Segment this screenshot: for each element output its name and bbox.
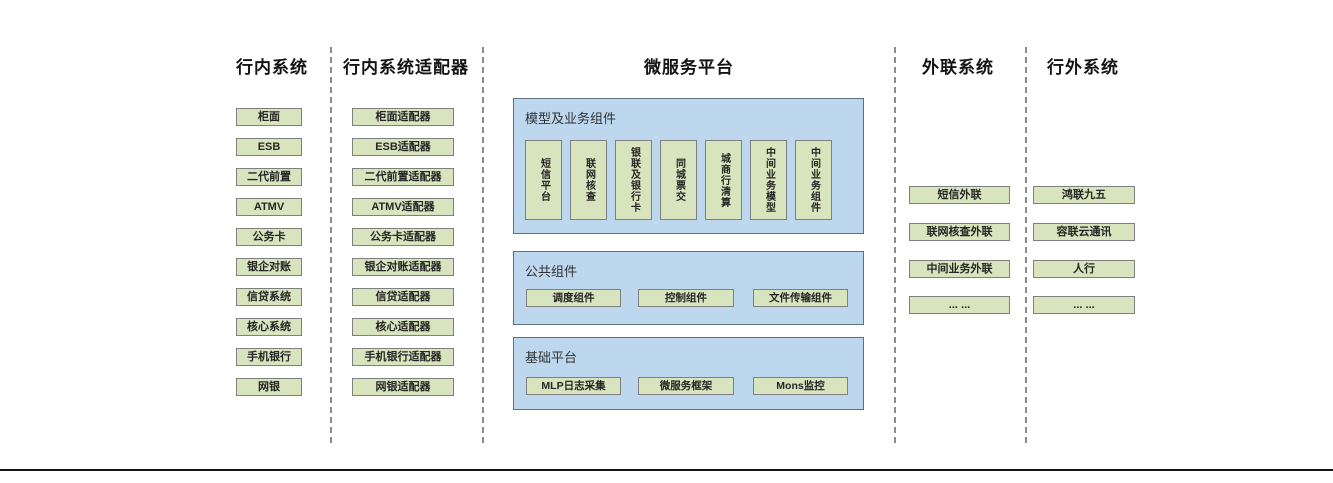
common-component-box: 调度组件 bbox=[526, 289, 621, 307]
model-component-box: 中间业务组件 bbox=[795, 140, 832, 220]
base-platform-box: MLP日志采集 bbox=[526, 377, 621, 395]
adapter-box: 手机银行适配器 bbox=[352, 348, 454, 366]
model-component-box: 同城票交 bbox=[660, 140, 697, 220]
adapter-box: 二代前置适配器 bbox=[352, 168, 454, 186]
group-label: 模型及业务组件 bbox=[525, 111, 617, 126]
internal-system-box: 银企对账 bbox=[236, 258, 302, 276]
column-title-adapters: 行内系统适配器 bbox=[343, 58, 469, 77]
column-title-external: 行外系统 bbox=[1047, 58, 1119, 77]
base-platform-container: 基础平台 MLP日志采集 微服务框架 Mons监控 bbox=[513, 337, 864, 410]
internal-system-box: 网银 bbox=[236, 378, 302, 396]
model-component-box: 联网核查 bbox=[570, 140, 607, 220]
internal-system-box: 二代前置 bbox=[236, 168, 302, 186]
outbound-box: 联网核查外联 bbox=[909, 223, 1010, 241]
internal-system-box: 柜面 bbox=[236, 108, 302, 126]
column-title-platform: 微服务平台 bbox=[644, 58, 734, 77]
internal-system-box: 公务卡 bbox=[236, 228, 302, 246]
adapter-box: 核心适配器 bbox=[352, 318, 454, 336]
column-divider bbox=[482, 47, 484, 443]
column-divider bbox=[1025, 47, 1027, 443]
adapter-box: 公务卡适配器 bbox=[352, 228, 454, 246]
column-title-outbound: 外联系统 bbox=[922, 58, 994, 77]
model-component-box: 银联及银行卡 bbox=[615, 140, 652, 220]
model-business-components-container: 模型及业务组件 短信平台 联网核查 银联及银行卡 同城票交 城商行清算 中间业务… bbox=[513, 98, 864, 234]
external-box: 人行 bbox=[1033, 260, 1135, 278]
adapter-box: ESB适配器 bbox=[352, 138, 454, 156]
adapter-box: ATMV适配器 bbox=[352, 198, 454, 216]
external-box: ... ... bbox=[1033, 296, 1135, 314]
internal-system-box: 信贷系统 bbox=[236, 288, 302, 306]
adapter-box: 银企对账适配器 bbox=[352, 258, 454, 276]
outbound-box: 中间业务外联 bbox=[909, 260, 1010, 278]
adapter-box: 柜面适配器 bbox=[352, 108, 454, 126]
column-divider bbox=[894, 47, 896, 443]
group-label: 基础平台 bbox=[525, 350, 578, 365]
model-component-box: 中间业务模型 bbox=[750, 140, 787, 220]
column-divider bbox=[330, 47, 332, 443]
external-box: 容联云通讯 bbox=[1033, 223, 1135, 241]
base-platform-box: 微服务框架 bbox=[638, 377, 734, 395]
model-component-box: 城商行清算 bbox=[705, 140, 742, 220]
external-box: 鸿联九五 bbox=[1033, 186, 1135, 204]
internal-system-box: ESB bbox=[236, 138, 302, 156]
adapter-box: 信贷适配器 bbox=[352, 288, 454, 306]
common-component-box: 文件传输组件 bbox=[753, 289, 848, 307]
outbound-box: ... ... bbox=[909, 296, 1010, 314]
internal-system-box: 手机银行 bbox=[236, 348, 302, 366]
adapter-box: 网银适配器 bbox=[352, 378, 454, 396]
base-platform-box: Mons监控 bbox=[753, 377, 848, 395]
internal-system-box: ATMV bbox=[236, 198, 302, 216]
column-title-internal: 行内系统 bbox=[236, 58, 308, 77]
common-components-container: 公共组件 调度组件 控制组件 文件传输组件 bbox=[513, 251, 864, 325]
bottom-divider-line bbox=[0, 469, 1333, 471]
common-component-box: 控制组件 bbox=[638, 289, 734, 307]
internal-system-box: 核心系统 bbox=[236, 318, 302, 336]
outbound-box: 短信外联 bbox=[909, 186, 1010, 204]
model-component-box: 短信平台 bbox=[525, 140, 562, 220]
group-label: 公共组件 bbox=[525, 264, 578, 279]
